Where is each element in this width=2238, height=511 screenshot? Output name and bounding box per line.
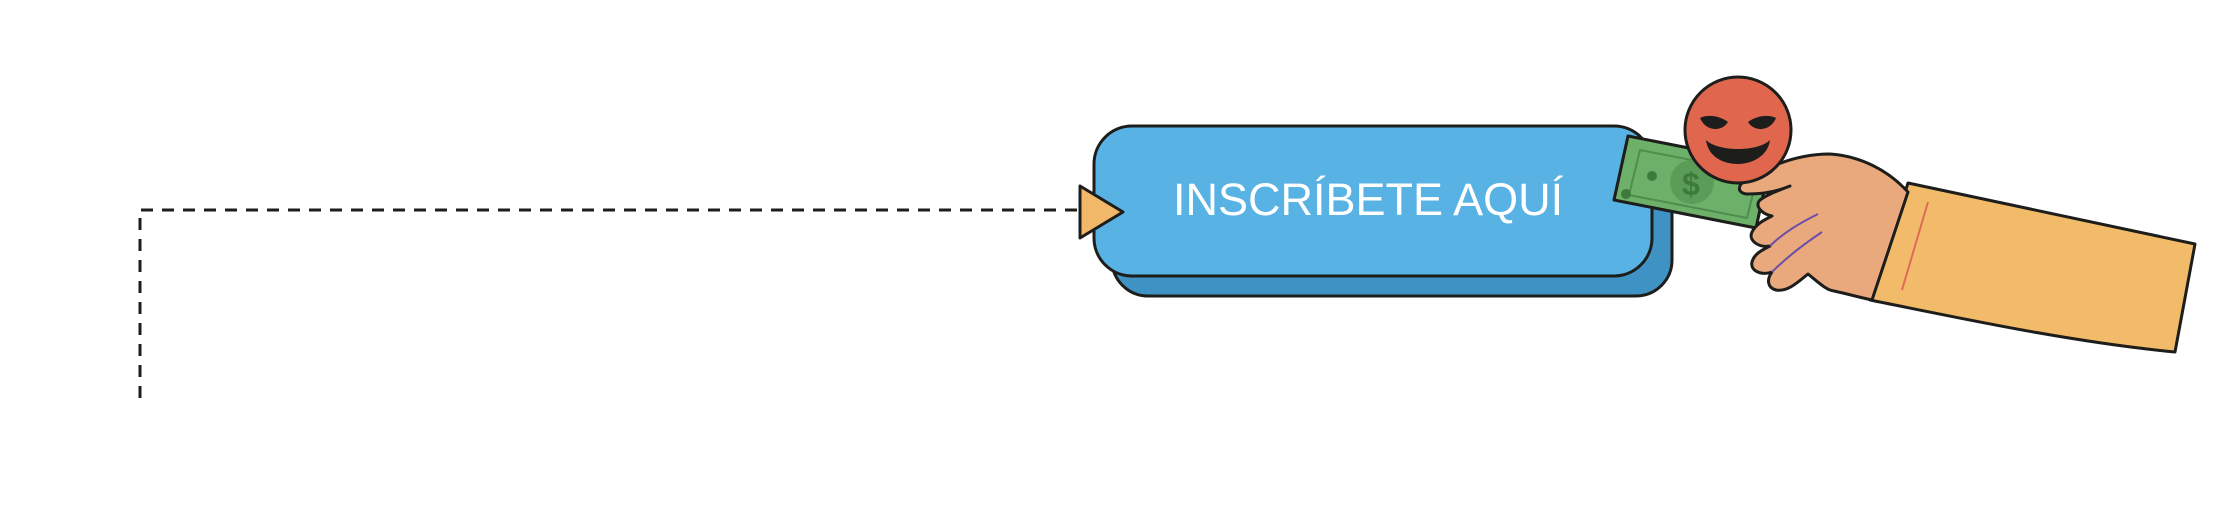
- triangle-arrow-icon: [1078, 184, 1125, 240]
- hand-giving-money-icon: [1738, 152, 2197, 354]
- dashed-connector-line: [138, 208, 1080, 398]
- svg-text:$: $: [1682, 166, 1700, 202]
- signup-button[interactable]: INSCRÍBETE AQUÍ: [1092, 124, 1674, 298]
- signup-button-label: INSCRÍBETE AQUÍ: [1173, 174, 1564, 225]
- devil-face-icon: [1683, 75, 1793, 185]
